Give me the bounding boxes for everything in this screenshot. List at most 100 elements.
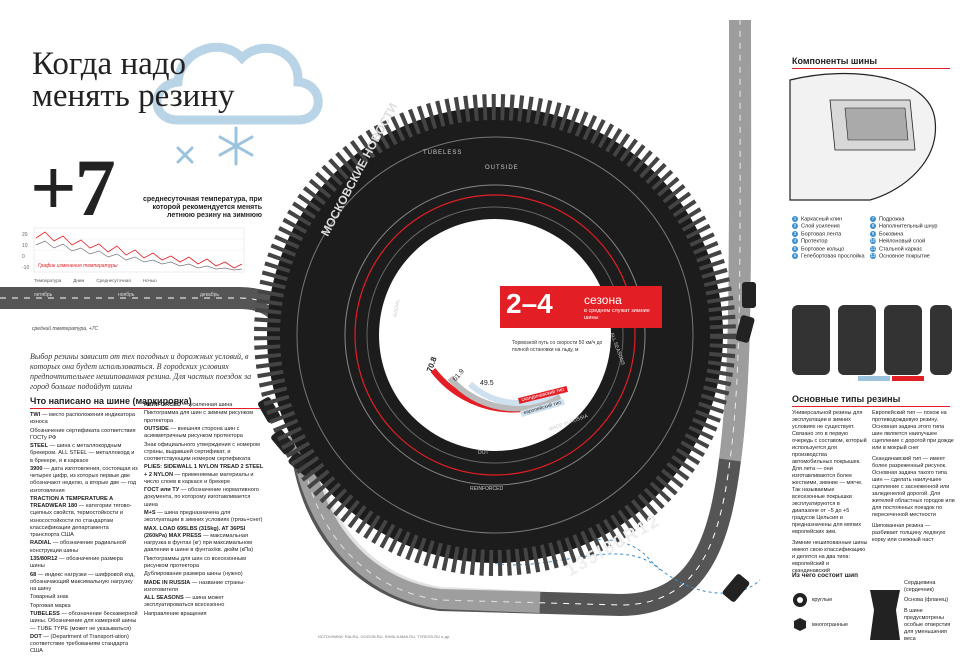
components-divider — [792, 68, 950, 69]
marking-text: — обозначение нормативного документа, по… — [144, 487, 259, 508]
series-label: Ночью — [142, 278, 157, 283]
marking-item: STEEL — шина с металлокордным брекером. … — [30, 443, 138, 465]
types-text: Европейский тип — похож на противодождев… — [872, 410, 954, 451]
marking-text: — обозначение радиальной конструкции шин… — [30, 540, 126, 554]
types-text: Шипованная резина — разбивает толщину ле… — [872, 523, 946, 543]
component-label: Слой усиления — [801, 223, 840, 230]
marking-item: 68 — индекс нагрузки — шифровой код, обо… — [30, 572, 138, 594]
types-text: Зимние нешипованные шины имеют свою клас… — [792, 540, 868, 574]
marking-text: Дублирование размера шины (нужно) — [144, 571, 243, 578]
marking-key: REINFORCED — [144, 402, 181, 408]
marking-item: TWI — место расположения индикатора изно… — [30, 412, 138, 426]
stud-part-base: Основа (фланец) — [904, 597, 949, 603]
types-column-2: Европейский тип — похож на противодождев… — [872, 410, 956, 544]
series-label: Среднесуточная — [96, 278, 131, 283]
component-number-icon: 7 — [870, 216, 876, 222]
marking-text: — индекс нагрузки — шифровой код, обозна… — [30, 571, 135, 592]
component-label: Каркасный клин — [801, 216, 843, 223]
component-number-icon: 6 — [792, 253, 798, 260]
mini-chart-legend: График изменения температуры — [38, 263, 118, 269]
marking-text: — усиленная шина — [180, 402, 233, 408]
marking-key: DOT — [30, 633, 42, 640]
page-title: Когда надо менять резину — [32, 48, 235, 113]
types-text: Универсальной резины для эксплуатации в … — [792, 410, 867, 535]
marking-text: — максимальная нагрузка в фунтах (кг) пр… — [144, 532, 254, 554]
marking-key: MADE IN RUSSIA — [144, 579, 191, 586]
y-tick: 0 — [22, 254, 25, 260]
road-label-avg: средний температура, +7С — [32, 326, 99, 332]
stud-part-core: Сердцевина (сердечник) — [904, 580, 936, 593]
cloud-icon — [152, 42, 323, 125]
component-label: Боковина — [879, 231, 904, 238]
y-tick: 10 — [22, 243, 28, 249]
component-number-icon: 10 — [870, 238, 876, 245]
marking-key: ALL SEASONS — [144, 595, 184, 602]
tire-outside-label: OUTSIDE — [485, 165, 519, 171]
marking-key: MAX. LOAD 695LBS (315kg). AT 36PSI (260k… — [144, 525, 246, 539]
temperature-caption: среднесуточная температура, при которой … — [142, 196, 262, 219]
component-label: Протектор — [801, 238, 828, 245]
road-label-nov: ноябрь — [118, 292, 135, 298]
snowflake-icon — [176, 126, 254, 166]
marking-key: TRACTION A TEMPERATURE A TREADWEAR 180 — [30, 495, 113, 510]
marking-text: Товарный знак — [30, 594, 69, 601]
component-number-icon: 9 — [870, 230, 876, 237]
marking-item: RADIAL — обозначение радиальной конструк… — [30, 540, 138, 554]
marking-item: Дублирование размера шины (нужно) — [144, 571, 264, 578]
marking-item: TRACTION A TEMPERATURE A TREADWEAR 180 —… — [30, 496, 138, 539]
y-tick: 20 — [22, 232, 28, 238]
marking-item: 135/80R12 — обозначение размера шины — [30, 556, 138, 570]
mini-chart-y-ticks: 20 10 0 -10 — [22, 230, 29, 274]
marking-text: — категории тягово-сцепных свойств, терм… — [30, 503, 132, 538]
types-title: Основные типы резины — [792, 394, 901, 404]
marking-item: Знак официального утверждения с номером … — [144, 442, 264, 464]
component-number-icon: 4 — [792, 238, 798, 245]
component-label: Стальной каркас — [879, 246, 923, 253]
marking-item: Обозначение сертификата соответствия ГОС… — [30, 428, 138, 442]
marking-key: 3900 — [30, 465, 43, 472]
intro-text: Выбор резины зависит от тех погодных и д… — [30, 352, 252, 391]
component-number-icon: 8 — [870, 223, 876, 230]
marking-item: PLIES: SIDEWALL 1 NYLON TREAD 2 STEEL + … — [144, 464, 264, 486]
component-label: Основное покрытие — [879, 253, 930, 260]
marking-text: Пиктограмма для шин с зимним рисунком пр… — [144, 410, 254, 424]
marking-item: Пиктограмма для шин с зимним рисунком пр… — [144, 410, 264, 424]
marking-key: TWI — [30, 412, 41, 418]
marking-key: STEEL — [30, 443, 49, 450]
component-label: Гелебортовая прослойка — [801, 253, 865, 260]
road-label-dec: декабрь — [200, 292, 220, 298]
marking-text: — обозначение бескамерной шины. Обозначе… — [30, 611, 138, 632]
marking-item: TUBELESS — обозначение бескамерной шины.… — [30, 611, 138, 633]
marking-text: Пиктограммы для шин со всесезонным рисун… — [144, 555, 246, 569]
marking-item: Пиктограммы для шин со всесезонным рисун… — [144, 556, 264, 570]
component-label: Нейлоновый слой — [879, 238, 926, 245]
types-divider — [792, 406, 950, 407]
component-number-icon: 1 — [792, 216, 798, 222]
stud-icons — [793, 590, 900, 640]
seasons-value: 2–4 — [506, 288, 553, 319]
components-title: Компоненты шины — [792, 56, 878, 66]
marking-item: Товарный знак — [30, 594, 138, 601]
series-label: Днем — [73, 278, 85, 283]
component-label: Бортовое кольцо — [801, 246, 845, 253]
marking-divider — [30, 408, 260, 409]
marking-list-left: TWI — место расположения индикатора изно… — [30, 412, 138, 657]
marking-key: ГОСТ или ТУ — [144, 487, 180, 494]
source-note: ИСТОЧНИКИ: RIA.RU, GOGOB.RU, SHINI-KAMA.… — [318, 634, 451, 639]
marking-key: TUBELESS — [30, 611, 60, 618]
marking-item: ALL SEASONS — шина может эксплуатировать… — [144, 595, 264, 609]
marking-text: Направление вращения — [144, 610, 207, 617]
marking-item: MAX. LOAD 695LBS (315kg). AT 36PSI (260k… — [144, 526, 264, 555]
marking-text: — место расположения индикатора износа — [30, 412, 135, 426]
